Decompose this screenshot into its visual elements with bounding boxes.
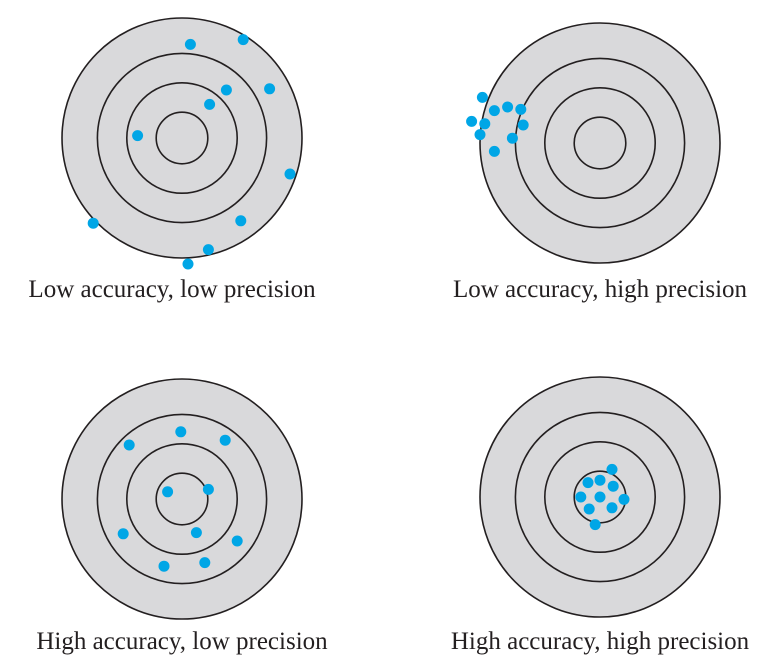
shot-dot (517, 119, 529, 131)
target-inner-ring (543, 440, 656, 553)
shot-dot (235, 215, 247, 227)
shot-dot (231, 535, 243, 547)
shot-dot (594, 491, 606, 503)
target-low-accuracy-low-precision: Low accuracy, low precision (28, 17, 316, 303)
shot-group (117, 426, 243, 572)
shot-dot (204, 98, 216, 110)
shot-dot (190, 527, 202, 539)
shot-dot (582, 477, 594, 489)
target-middle-ring (96, 52, 268, 224)
shot-dot (583, 503, 595, 515)
target-high-accuracy-low-precision: High accuracy, low precision (36, 378, 328, 655)
target-low-accuracy-high-precision: Low accuracy, high precision (453, 22, 748, 303)
shot-dot (184, 38, 196, 50)
shot-dot (132, 130, 144, 142)
target-middle-ring (514, 57, 686, 229)
shot-dot (575, 491, 587, 503)
shot-dot (594, 474, 606, 486)
shot-dot (606, 463, 618, 475)
target-caption: High accuracy, low precision (36, 628, 328, 655)
shot-dot (202, 244, 214, 256)
shot-dot (618, 493, 630, 505)
shot-dot (199, 557, 211, 569)
target-middle-ring (96, 413, 268, 585)
target-caption: Low accuracy, low precision (28, 276, 316, 303)
shot-dot (488, 105, 500, 117)
target-bullseye (573, 116, 627, 170)
shot-dot (175, 426, 187, 438)
shot-dot (589, 519, 601, 531)
shot-group (466, 91, 529, 157)
shot-dot (515, 103, 527, 115)
shot-dot (182, 258, 194, 270)
shot-dot (476, 91, 488, 103)
shot-dot (158, 560, 170, 572)
shot-group (575, 463, 630, 531)
shot-dot (202, 483, 214, 495)
shot-dot (117, 528, 129, 540)
shot-dot (162, 486, 174, 498)
shot-dot (87, 217, 99, 229)
shot-dot (264, 83, 276, 95)
shot-dot (219, 434, 231, 446)
target-bullseye (155, 111, 209, 165)
target-middle-ring (514, 411, 686, 583)
target-inner-ring (126, 442, 239, 555)
shot-dot (502, 101, 514, 113)
shot-dot (474, 129, 486, 141)
shot-dot (606, 502, 618, 514)
shot-dot (488, 145, 500, 157)
shot-dot (479, 118, 491, 130)
shot-dot (220, 84, 232, 96)
shot-group (87, 34, 296, 270)
shot-dot (123, 439, 135, 451)
target-caption: High accuracy, high precision (451, 628, 750, 655)
shot-dot (607, 480, 619, 492)
target-caption: Low accuracy, high precision (453, 276, 748, 303)
shot-dot (506, 132, 518, 144)
target-bullseye (155, 472, 209, 526)
shot-dot (466, 115, 478, 127)
target-high-accuracy-high-precision: High accuracy, high precision (451, 376, 750, 655)
target-inner-ring (126, 82, 239, 195)
shot-dot (237, 34, 249, 46)
shot-dot (284, 168, 296, 180)
target-inner-ring (543, 87, 656, 200)
